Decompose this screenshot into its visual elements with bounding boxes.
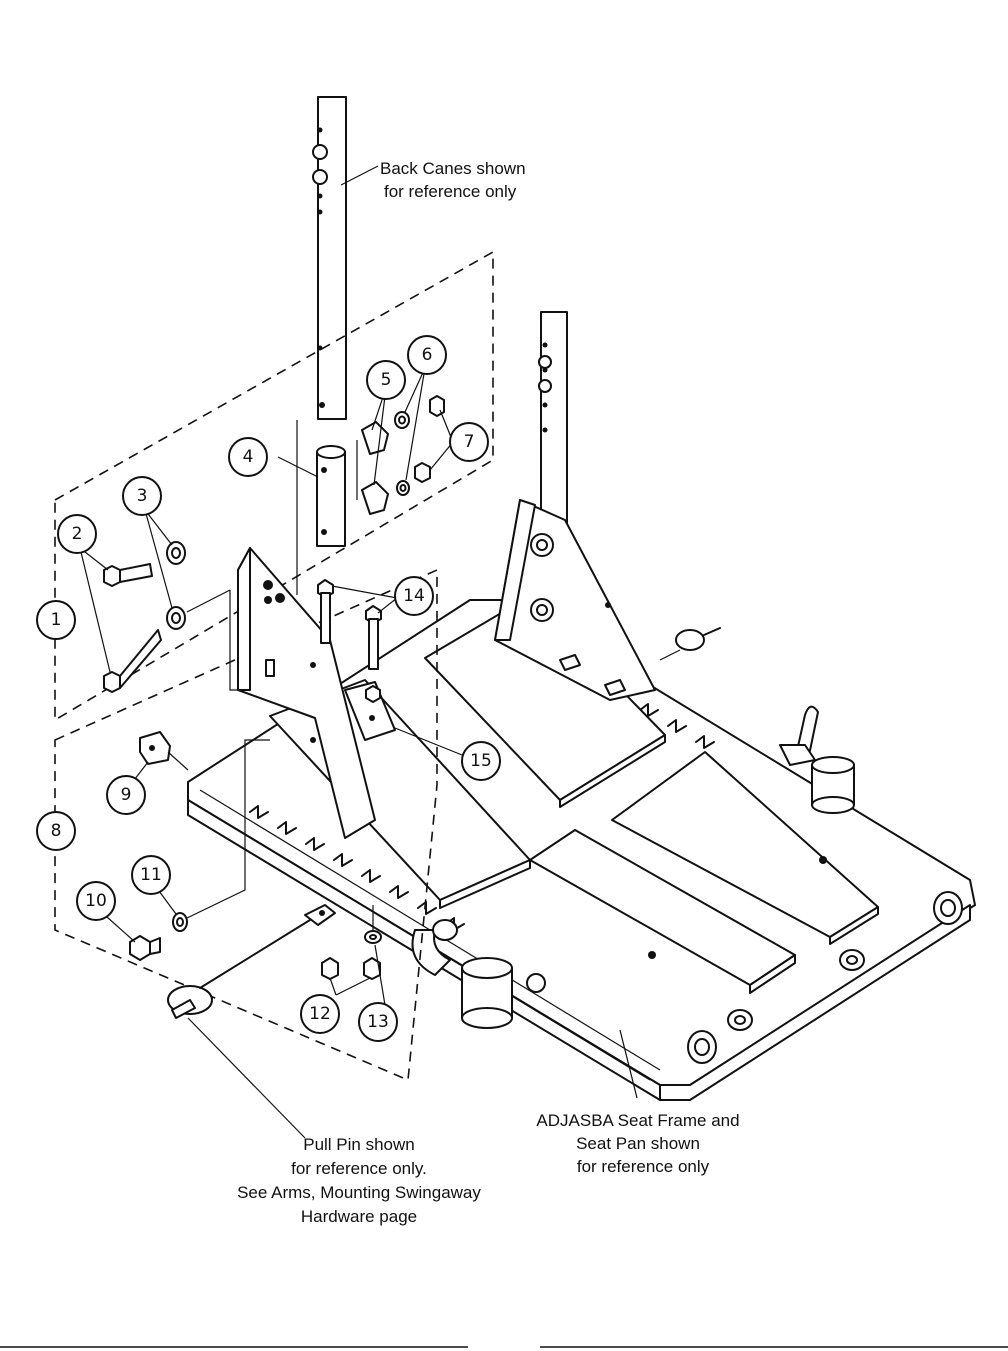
- svg-text:12: 12: [309, 1004, 331, 1024]
- svg-text:Seat Pan shown: Seat Pan shown: [576, 1134, 700, 1153]
- svg-text:Hardware page: Hardware page: [301, 1207, 417, 1226]
- group-8-boundary: [54, 568, 438, 1082]
- part-3-washers: [166, 541, 231, 630]
- front-side-plate: [229, 547, 376, 839]
- rear-bracket: [494, 499, 656, 701]
- part-10-bolt: [129, 935, 161, 961]
- callout-9: 9: [106, 775, 146, 815]
- part-13-washer: [364, 905, 382, 944]
- seat-pan-right: [611, 751, 879, 945]
- callout-10: 10: [76, 881, 116, 921]
- callout-12: 12: [300, 994, 340, 1034]
- note-back-canes: Back Canes shown for reference only: [380, 159, 526, 201]
- frame-mount-ears: [727, 949, 865, 1031]
- svg-text:for reference only: for reference only: [384, 182, 517, 201]
- part-2-bolts: [103, 563, 162, 693]
- rear-pull-pin: [659, 627, 721, 661]
- part-12-nuts: [321, 957, 381, 980]
- part-5-brackets: [356, 421, 389, 515]
- svg-text:6: 6: [422, 345, 433, 365]
- callout-4: 4: [228, 437, 268, 477]
- callout-14: 14: [394, 576, 434, 616]
- svg-text:ADJASBA Seat Frame and: ADJASBA Seat Frame and: [536, 1111, 739, 1130]
- seat-pan-front: [529, 829, 796, 994]
- callout-15: 15: [461, 741, 501, 781]
- callout-8: 8: [36, 811, 76, 851]
- clamp-lever: [779, 705, 819, 766]
- svg-text:Pull Pin shown: Pull Pin shown: [303, 1135, 415, 1154]
- callout-2: 2: [57, 514, 97, 554]
- part-11-washer: [172, 739, 270, 932]
- part-14-bolts: [317, 579, 382, 703]
- callout-13: 13: [358, 1002, 398, 1042]
- svg-text:15: 15: [470, 751, 492, 771]
- pull-pin-reference: [167, 904, 336, 1019]
- svg-text:for reference only: for reference only: [577, 1157, 710, 1176]
- part-15-plate: [344, 681, 396, 741]
- svg-text:14: 14: [403, 586, 425, 606]
- group-1-boundary: [54, 250, 494, 722]
- leader-lines: [79, 165, 638, 1139]
- callout-11: 11: [131, 855, 171, 895]
- callout-6: 6: [407, 335, 447, 375]
- svg-text:4: 4: [243, 447, 254, 467]
- part-4-insert: [296, 420, 346, 595]
- part-6-washers: [394, 411, 410, 496]
- callout-5: 5: [366, 360, 406, 400]
- note-seat-frame: ADJASBA Seat Frame and Seat Pan shown fo…: [536, 1111, 739, 1176]
- svg-text:1: 1: [51, 610, 62, 630]
- note-pull-pin: Pull Pin shown for reference only. See A…: [237, 1135, 481, 1226]
- svg-text:10: 10: [85, 891, 107, 911]
- svg-text:5: 5: [381, 370, 392, 390]
- callout-3: 3: [122, 476, 162, 516]
- rail-end-front: [687, 1030, 717, 1064]
- svg-text:for reference only.: for reference only.: [291, 1159, 427, 1178]
- svg-text:11: 11: [140, 865, 162, 885]
- callout-7: 7: [449, 422, 489, 462]
- svg-text:8: 8: [51, 821, 62, 841]
- svg-text:3: 3: [137, 486, 148, 506]
- svg-text:2: 2: [72, 524, 83, 544]
- part-9-cable-block: [139, 731, 189, 771]
- back-cane-left: [312, 96, 347, 420]
- svg-text:Back Canes shown: Back Canes shown: [380, 159, 526, 178]
- svg-text:9: 9: [121, 785, 132, 805]
- callout-1: 1: [36, 600, 76, 640]
- seat-pan-left: [424, 595, 666, 808]
- svg-text:See Arms, Mounting Swingaway: See Arms, Mounting Swingaway: [237, 1183, 481, 1202]
- adjustment-slots-rear: [639, 703, 715, 749]
- part-7-nuts: [414, 395, 445, 483]
- adjustment-slots-front: [249, 805, 465, 931]
- rail-end-right: [933, 891, 963, 925]
- clamp-tube-rear: [811, 756, 855, 814]
- clamp-tube-front: [461, 957, 546, 1029]
- svg-text:13: 13: [367, 1012, 389, 1032]
- svg-text:7: 7: [464, 432, 475, 452]
